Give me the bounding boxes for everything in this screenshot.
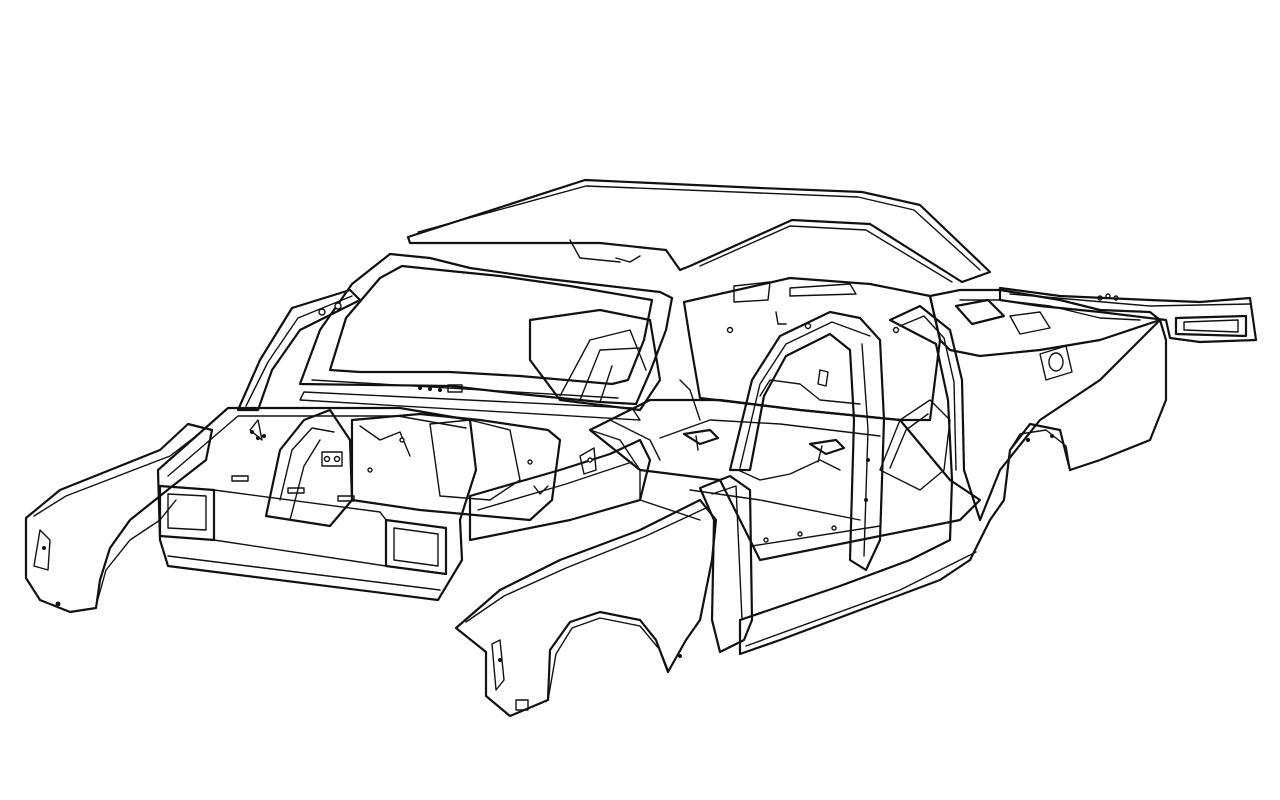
front-radiator-panel xyxy=(158,408,476,600)
front-left-fender xyxy=(26,424,212,612)
windshield-hole xyxy=(438,388,442,392)
fender-bracket xyxy=(492,640,504,690)
fender-bracket xyxy=(34,530,50,570)
bulkhead-cutout xyxy=(790,284,856,296)
fuel-door xyxy=(1040,346,1072,380)
tail-light-opening xyxy=(1176,316,1246,336)
firewall-hole xyxy=(400,438,404,442)
windshield-hole xyxy=(428,387,432,391)
deck-opening xyxy=(956,300,1004,324)
dash-panel xyxy=(530,310,660,410)
headlight-opening-right xyxy=(386,520,446,574)
windshield-frame xyxy=(300,254,672,420)
floor-stamp xyxy=(810,440,844,454)
firewall-hole xyxy=(368,468,372,472)
panel-slot xyxy=(232,476,248,481)
front-door-pillar xyxy=(700,476,752,652)
fender-hole xyxy=(55,601,61,607)
windshield-slot xyxy=(448,385,462,392)
strut-hole xyxy=(325,457,330,462)
panel-slot xyxy=(288,488,304,493)
strut-hole xyxy=(335,457,340,462)
door-frame-center xyxy=(730,312,884,570)
panel-hole xyxy=(319,309,325,315)
firewall-hole xyxy=(528,460,532,464)
floor-pan xyxy=(590,400,980,560)
right-inner-apron xyxy=(470,440,650,540)
roof-panel xyxy=(408,180,990,282)
right-side-body xyxy=(740,306,1166,654)
floor-stamp xyxy=(684,430,718,444)
apron-hole xyxy=(588,458,592,462)
engine-bay-inner xyxy=(250,410,560,526)
panel-hole xyxy=(335,303,341,309)
fender-hole xyxy=(42,546,46,550)
front-right-fender xyxy=(456,500,716,716)
left-side-panel xyxy=(238,290,360,410)
rear-tail-panel xyxy=(1000,288,1256,342)
firewall-recess xyxy=(430,420,520,500)
bulkhead-cutout xyxy=(734,282,770,302)
fender-clip xyxy=(516,700,528,710)
panel-slot xyxy=(338,496,354,501)
strut-mount xyxy=(322,452,342,466)
windshield-hole xyxy=(418,386,422,390)
rear-wheelhouse-inner xyxy=(880,400,950,490)
front-crossmember xyxy=(590,380,700,470)
rear-bulkhead xyxy=(684,278,940,420)
